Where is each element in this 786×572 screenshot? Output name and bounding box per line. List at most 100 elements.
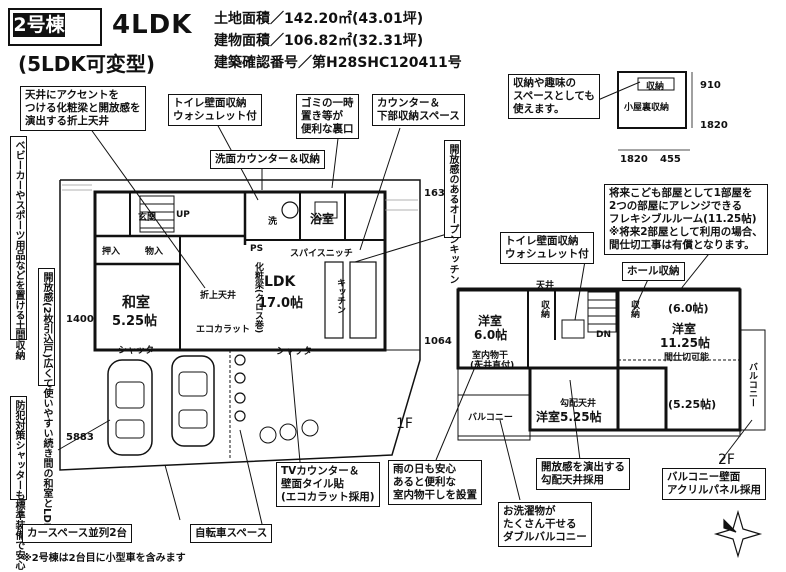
- callout-rainy-day: 雨の日も安心 あると便利な 室内物干しを設置: [388, 460, 482, 505]
- floor-2f-label: 2F: [718, 452, 735, 468]
- ldk-size: 17.0帖: [258, 296, 304, 311]
- callout-flex-line5: 間仕切工事は有償となります。: [609, 239, 755, 251]
- callout-gable-ceiling: 開放感を演出する 勾配天井採用: [536, 458, 630, 490]
- callout-storage-hobby-line2: スペースとしても: [513, 90, 595, 102]
- stairs-dn-label: DN: [596, 330, 612, 340]
- folded-ceiling-label: 折上天井: [200, 291, 237, 301]
- callout-flex-line2: 2つの部屋にアレンジできる: [609, 200, 743, 212]
- wash-label: 洗: [268, 217, 278, 227]
- callout-stroller: ベビーカーやスポーツ用品などを置ける土間収納: [10, 136, 27, 360]
- callout-double-line2: たくさん干せる: [503, 518, 577, 530]
- room3-label: 洋室5.25帖: [536, 410, 602, 424]
- callout-double-balcony: お洗濯物が たくさん干せる ダブルバルコニー: [498, 502, 592, 547]
- layout-title: 4LDK: [112, 10, 193, 40]
- callout-washroom: 洗面カウンター＆収納: [210, 150, 325, 169]
- footnote: ※2号棟は2台目に小型車を含みます: [22, 553, 186, 564]
- callout-gable-line2: 勾配天井採用: [541, 474, 604, 486]
- building-area: 建物面積／106.82㎡(32.31坪): [214, 33, 424, 49]
- room1-name: 洋室: [478, 314, 503, 328]
- callout-ceiling-line1: 天井にアクセントを: [25, 89, 119, 101]
- dim-1638: 1638: [424, 188, 452, 199]
- callout-garbage: ゴミの一時 置き等が 便利な裏口: [296, 94, 359, 139]
- storage-label: 押入: [102, 247, 121, 257]
- unit-badge-label: 2号棟: [13, 13, 65, 37]
- indoor-dry-label: 室内物干: [472, 351, 509, 361]
- gable-ceiling-label: 勾配天井: [560, 399, 597, 409]
- storage-b-label: 収納: [629, 300, 639, 318]
- dim-1400: 1400: [66, 314, 94, 325]
- callout-ceiling-line2: つける化粧梁と開放感を: [25, 102, 141, 114]
- loft-dim-910: 910: [700, 80, 721, 91]
- callout-tv-counter: TVカウンター＆ 壁面タイル貼 (エコカラット採用): [276, 462, 380, 507]
- entrance-label: 玄関: [138, 213, 157, 223]
- room2-size: 11.25帖: [660, 336, 710, 350]
- callout-hall-storage: ホール収納: [622, 262, 685, 281]
- attic-entry-label: 天井: [536, 281, 555, 291]
- callout-storage-hobby: 収納や趣味の スペースとしても 使えます。: [508, 74, 600, 119]
- spice-niche-label: スパイスニッチ: [290, 249, 353, 259]
- callout-garbage-line2: 置き等が: [301, 110, 343, 122]
- shutter-left-label: シャッター: [118, 346, 164, 356]
- ceiling-mount-label: (天井直付): [470, 361, 515, 371]
- closet-label: 物入: [145, 247, 164, 257]
- unit-badge: 2号棟: [8, 8, 102, 46]
- callout-crime: 防犯対策シャッターも標準装備で安心: [10, 396, 27, 570]
- balcony-right-label: バルコニー: [747, 362, 757, 407]
- wa-room-size: 5.25帖: [112, 314, 158, 329]
- callout-open-kitchen: 開放感のあるオープンキッチン: [444, 140, 461, 284]
- land-area: 土地面積／142.20㎡(43.01坪): [214, 11, 424, 27]
- loft-hatch-label: 収納: [646, 82, 665, 92]
- decor-beam-label: 化粧梁(クロス巻): [253, 262, 263, 334]
- storage-a-label: 収納: [539, 300, 549, 318]
- callout-rainy-line3: 室内物干しを設置: [393, 489, 477, 501]
- callout-panel-line1: バルコニー壁面: [667, 471, 741, 483]
- ecocarat-label: エコカラット: [196, 325, 251, 335]
- stairs-up-label: UP: [176, 210, 190, 220]
- room1-size: 6.0帖: [474, 328, 508, 342]
- room2-name: 洋室: [672, 322, 697, 336]
- callout-bicycle: 自転車スペース: [190, 524, 273, 543]
- callout-storage-hobby-line1: 収納や趣味の: [513, 77, 576, 89]
- bath-label: 浴室: [310, 212, 335, 226]
- dim-5883: 5883: [66, 432, 94, 443]
- loft-dim-455: 455: [660, 154, 681, 165]
- permit-number: 建築確認番号／第H28SHC120411号: [214, 55, 462, 71]
- kitchen-label: キッチン: [335, 278, 345, 314]
- callout-panel-line2: アクリルパネル採用: [667, 484, 761, 496]
- loft-dim-1820h: 1820: [620, 154, 648, 165]
- room2-alt2-size: (5.25帖): [668, 398, 717, 411]
- callout-ceiling-line3: 演出する折上天井: [25, 115, 109, 127]
- callout-rainy-line1: 雨の日も安心: [393, 463, 456, 475]
- callout-storage-hobby-line3: 使えます。: [513, 103, 565, 115]
- callout-garbage-line1: ゴミの一時: [301, 97, 354, 109]
- callout-tv-line3: (エコカラット採用): [281, 491, 375, 503]
- callout-toilet-1f: トイレ壁面収納 ウォシュレット付: [168, 94, 262, 126]
- loft-dim-1820v: 1820: [700, 120, 728, 131]
- callout-wa-room: 開放感(2枚引込戸)広くて使いやすい続き間の和室とLDK: [38, 268, 55, 531]
- floor-1f-label: 1F: [396, 416, 413, 432]
- callout-balcony-panel: バルコニー壁面 アクリルパネル採用: [662, 468, 766, 500]
- dim-1064: 1064: [424, 336, 452, 347]
- callout-toilet-2f: トイレ壁面収納 ウォシュレット付: [500, 232, 594, 264]
- callout-toilet-2f-line2: ウォシュレット付: [505, 248, 589, 260]
- callout-counter-line2: 下部収納スペース: [377, 110, 460, 122]
- callout-toilet-1f-line1: トイレ壁面収納: [173, 97, 247, 109]
- callout-rainy-line2: あると便利な: [393, 476, 456, 488]
- callout-counter-line1: カウンター＆: [377, 97, 440, 109]
- loft-label: 小屋裏収納: [624, 103, 670, 113]
- shutter-right-label: シャッター: [276, 347, 322, 357]
- callout-gable-line1: 開放感を演出する: [541, 461, 625, 473]
- callout-flex-room: 将来こども部屋として1部屋を 2つの部屋にアレンジできる フレキシブルルーム(1…: [604, 184, 768, 255]
- wa-room-name: 和室: [122, 295, 150, 311]
- callout-toilet-2f-line1: トイレ壁面収納: [505, 235, 579, 247]
- alt-layout: (5LDK可変型): [18, 52, 156, 76]
- callout-tv-line1: TVカウンター＆: [281, 465, 360, 477]
- callout-garbage-line3: 便利な裏口: [301, 123, 354, 135]
- callout-double-line3: ダブルバルコニー: [503, 531, 587, 543]
- callout-tv-line2: 壁面タイル貼: [281, 478, 344, 490]
- callout-ceiling: 天井にアクセントを つける化粧梁と開放感を 演出する折上天井: [20, 86, 146, 131]
- callout-flex-line3: フレキシブルルーム(11.25帖): [609, 213, 757, 225]
- ldk-name: LDK: [264, 274, 296, 290]
- partition-label: 間仕切可能: [664, 353, 710, 363]
